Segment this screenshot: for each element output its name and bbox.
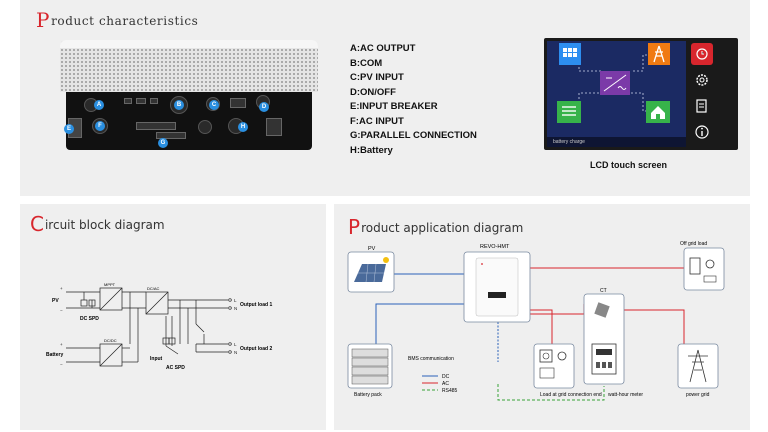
- input-label: Input: [150, 356, 163, 362]
- off-grid-load-label: Off grid load: [680, 241, 707, 247]
- title-initial: P: [348, 215, 361, 239]
- load-grid-label-1: Load at grid connection end: [540, 392, 602, 398]
- circuit-block-title: Circuit block diagram: [30, 212, 165, 236]
- inverter-icon: [600, 71, 630, 95]
- svg-text:N: N: [234, 306, 237, 311]
- watt-hour-meter-label: watt-hour meter: [608, 392, 643, 398]
- svg-text:L: L: [234, 342, 237, 347]
- settings-gear-icon[interactable]: [691, 69, 713, 91]
- svg-text:N: N: [234, 350, 237, 355]
- pv-connector: [230, 98, 246, 108]
- feature-list: A:AC OUTPUT B:COM C:PV INPUT D:ON/OFF E:…: [350, 42, 477, 158]
- ct-label: CT: [600, 288, 607, 294]
- port-label-c: C: [209, 100, 219, 110]
- svg-text:L: L: [234, 298, 237, 303]
- power-grid-box: [677, 343, 719, 389]
- parallel-port: [156, 132, 186, 139]
- home-load-icon: [646, 101, 670, 123]
- feature-item: D:ON/OFF: [350, 86, 396, 98]
- report-document-icon[interactable]: [691, 95, 713, 117]
- feature-item: G:PARALLEL CONNECTION: [350, 130, 477, 141]
- title-rest: roduct characteristics: [51, 14, 199, 28]
- mppt-label: MPPT: [104, 282, 116, 287]
- lcd-touch-screen: battery charge: [544, 38, 738, 150]
- feature-item: A:AC OUTPUT: [350, 43, 416, 54]
- com-slot: [136, 98, 146, 104]
- port-label-f: F: [95, 121, 105, 131]
- lcd-side-menu: [689, 41, 735, 147]
- title-rest: ircuit block diagram: [44, 218, 165, 232]
- svg-text:+: +: [60, 342, 63, 347]
- port-label-g: G: [158, 138, 168, 148]
- application-diagram-panel: Product application diagram PV REVO-HMT: [334, 204, 750, 430]
- inverter-image: A B C D E F G H: [60, 40, 318, 152]
- battery-label: Battery: [46, 352, 63, 358]
- legend: DC AC RS485: [422, 374, 458, 394]
- legend-rs485: RS485: [442, 388, 458, 394]
- power-tower-icon: [648, 43, 670, 65]
- battery-pack-icon: [351, 348, 389, 385]
- circuit-diagram: +− +− LN LN PV Battery DC SPD MPPT DC/AC…: [46, 282, 272, 371]
- solar-panel-icon: [559, 43, 581, 65]
- feature-item: E:INPUT BREAKER: [350, 101, 438, 112]
- svg-text:−: −: [60, 308, 63, 313]
- grid-load-box: [533, 343, 575, 389]
- feature-item: H:Battery: [350, 144, 393, 156]
- dcdc-label: DC/DC: [104, 338, 117, 343]
- product-characteristics-title: Product characteristics: [36, 8, 198, 32]
- battery-icon: [557, 101, 581, 123]
- info-icon[interactable]: [691, 121, 713, 143]
- lcd-status-bar: battery charge: [547, 137, 686, 147]
- solar-panel-icon: [354, 257, 389, 283]
- port-label-a: A: [94, 100, 104, 110]
- svg-text:+: +: [60, 286, 63, 291]
- inverter-vent-grille: [60, 40, 318, 92]
- feature-item: C:PV INPUT: [350, 72, 404, 83]
- output-load-1-label: Output load 1: [240, 302, 272, 308]
- port-label-e: E: [64, 124, 74, 134]
- off-grid-load-box: [683, 247, 725, 291]
- alarm-clock-icon[interactable]: [691, 43, 713, 65]
- com-slot: [150, 98, 158, 104]
- port-label-b: B: [174, 100, 184, 110]
- title-rest: roduct application diagram: [361, 221, 524, 235]
- application-diagram-title: Product application diagram: [348, 215, 523, 239]
- power-grid-label: power grid: [686, 392, 710, 398]
- port-label-h: H: [238, 122, 248, 132]
- circuit-block-panel: Circuit block diagram: [20, 204, 326, 430]
- application-diagram: PV REVO-HMT Off grid load CT watt-hour m…: [347, 241, 725, 401]
- output-load-2-label: Output load 2: [240, 346, 272, 352]
- product-characteristics-panel: Product characteristics A B C D E F G: [20, 0, 750, 196]
- com-slot: [124, 98, 132, 104]
- feature-item: F:AC INPUT: [350, 115, 404, 127]
- lcd-caption: LCD touch screen: [590, 160, 668, 170]
- feature-item: B:COM: [350, 57, 383, 69]
- title-initial: P: [36, 8, 51, 32]
- appliance-icon: [689, 257, 717, 283]
- connector-strip: [136, 122, 176, 130]
- power-tower-icon: [688, 349, 708, 383]
- ct-sensor-icon: [594, 302, 610, 318]
- watt-hour-meter-icon: [591, 343, 617, 375]
- svg-text:−: −: [60, 362, 63, 367]
- battery-connector: [266, 118, 282, 136]
- dcac-label: DC/AC: [147, 286, 160, 291]
- lcd-display: battery charge: [547, 41, 686, 147]
- bms-label: BMS communication: [408, 356, 454, 362]
- pv-label: PV: [368, 246, 376, 252]
- inverter-label: REVO-HMT: [480, 244, 510, 250]
- dc-spd-label: DC SPD: [80, 316, 99, 322]
- battery-pack-label: Battery pack: [354, 392, 382, 398]
- pv-label: PV: [52, 298, 59, 304]
- legend-ac: AC: [442, 381, 449, 387]
- legend-dc: DC: [442, 374, 450, 380]
- appliance-icon: [539, 349, 567, 379]
- inverter-unit-icon: [475, 257, 519, 317]
- ac-spd-label: AC SPD: [166, 365, 185, 371]
- battery-port: [198, 120, 212, 134]
- port-label-d: D: [259, 102, 269, 112]
- title-initial: C: [30, 212, 44, 236]
- inverter-front-panel: A B C D E F G H: [64, 92, 312, 150]
